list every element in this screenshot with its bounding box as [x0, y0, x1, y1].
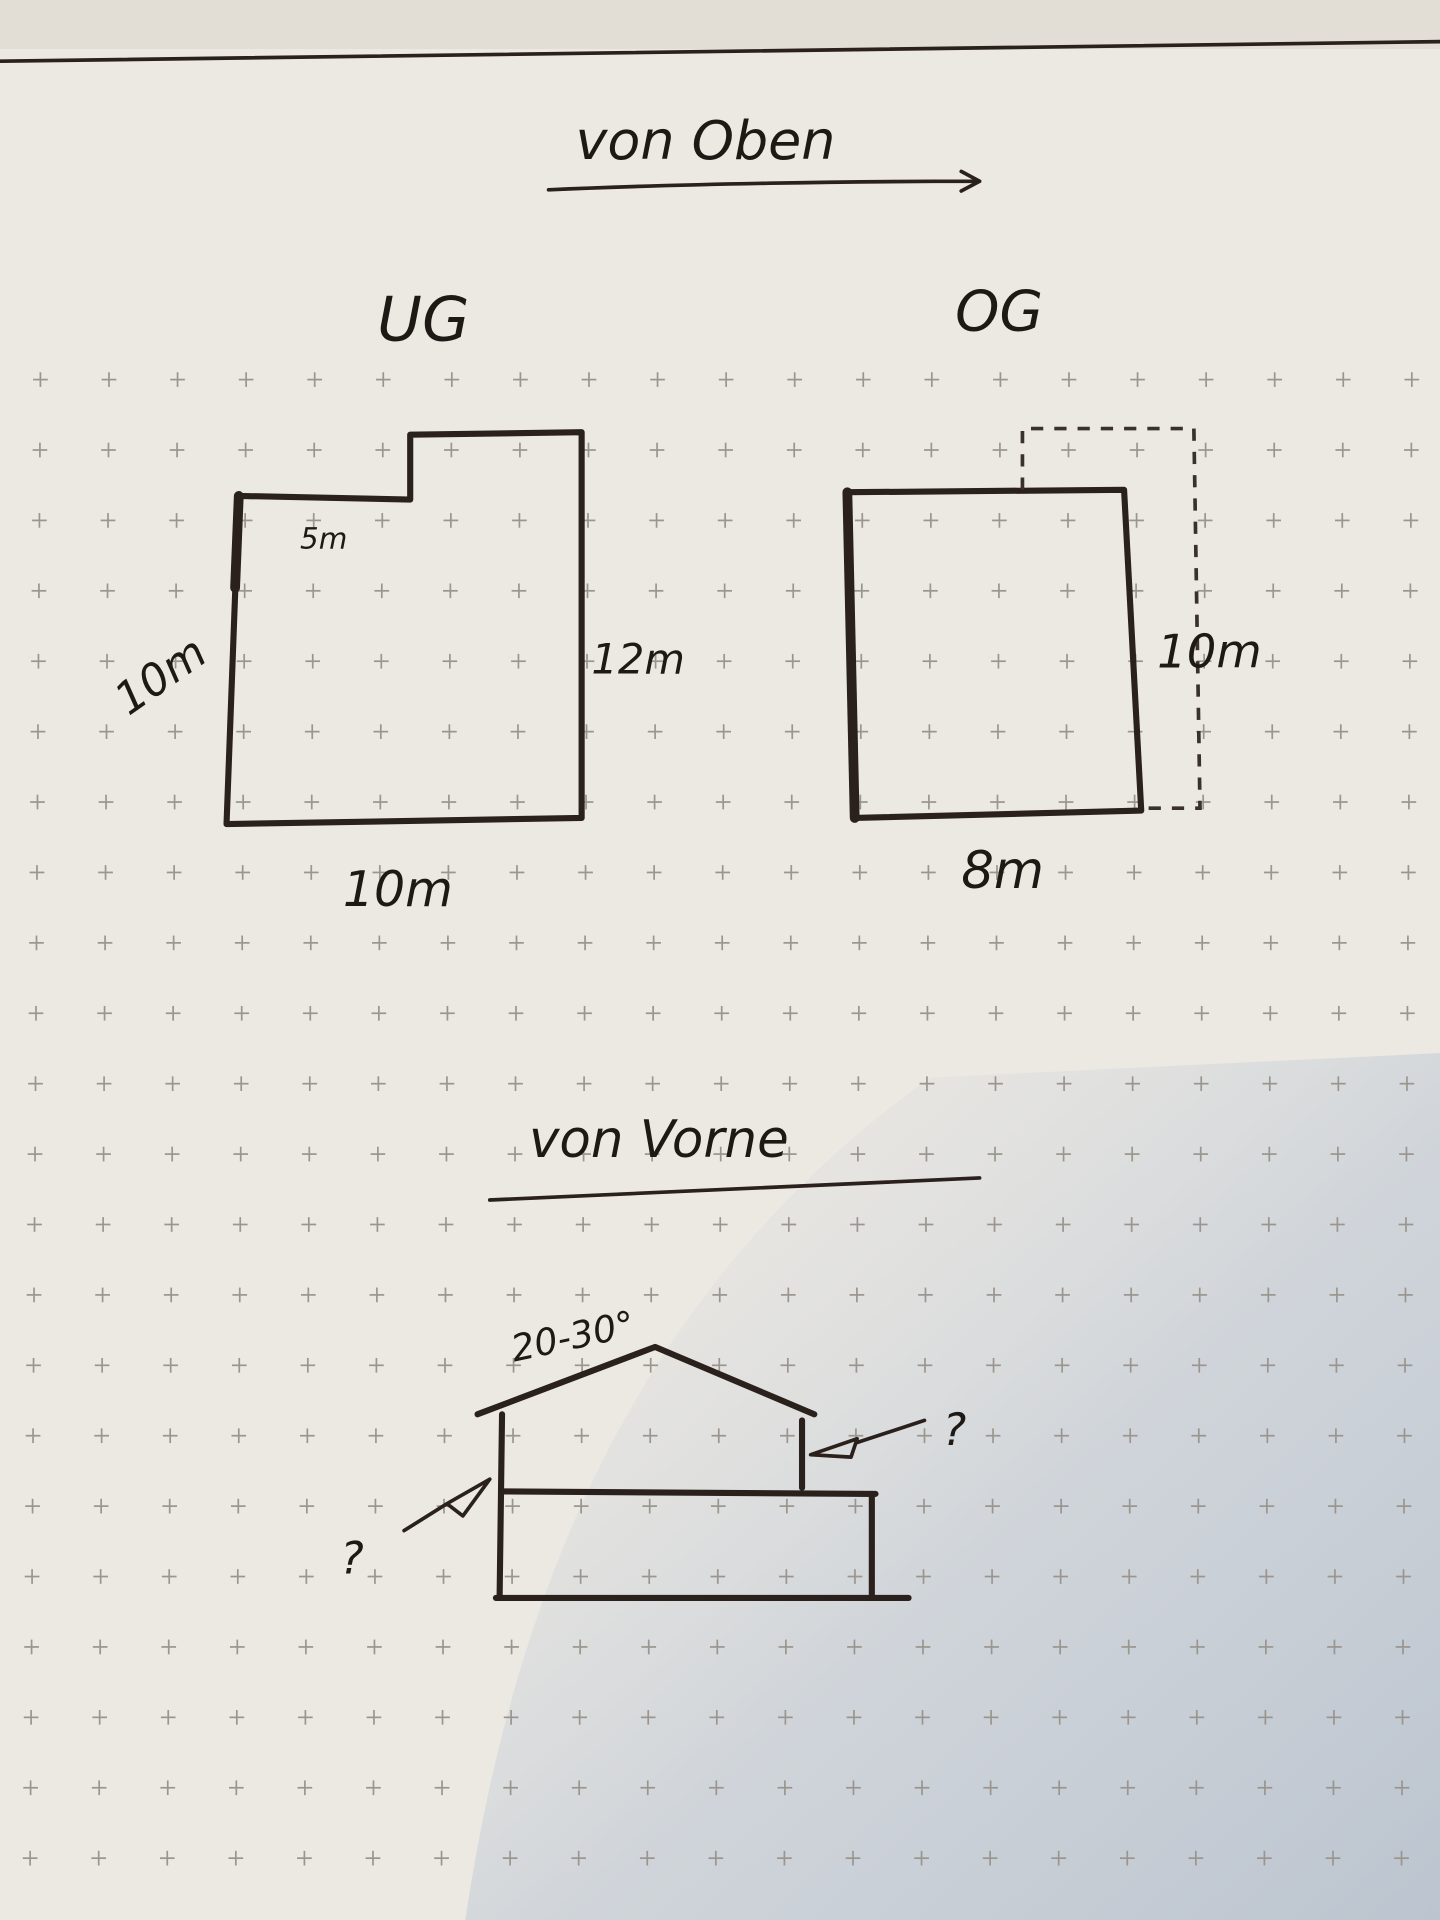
ug-wall-thick	[230, 491, 244, 593]
og-label: OG	[955, 280, 1043, 345]
ug-dim-right: 12m	[591, 634, 685, 683]
left-arrow-icon	[402, 1477, 492, 1533]
title-underline	[546, 169, 982, 193]
ug-label: UG	[377, 284, 469, 355]
og-wall-thick	[842, 487, 860, 823]
ug-floor-plan	[223, 429, 585, 828]
header-strip	[0, 0, 1440, 49]
shadow	[465, 1053, 1440, 1920]
front-elevation	[474, 1343, 912, 1602]
dot-grid	[22, 372, 1420, 1866]
ug-dim-bottom: 10m	[343, 861, 453, 918]
question-left: ?	[340, 1533, 363, 1584]
og-dashed-outline	[1020, 426, 1202, 810]
ug-dim-notch: 5m	[300, 522, 347, 556]
top-view-title: von Oben	[576, 109, 836, 172]
og-dim-bottom: 8m	[961, 841, 1044, 901]
right-arrow-icon	[808, 1418, 927, 1459]
front-view-title: von Vorne	[529, 1110, 789, 1170]
page-rule-line	[0, 39, 1440, 64]
og-dim-right: 10m	[1157, 624, 1262, 678]
front-title-underline	[487, 1176, 982, 1202]
question-right: ?	[943, 1405, 966, 1456]
